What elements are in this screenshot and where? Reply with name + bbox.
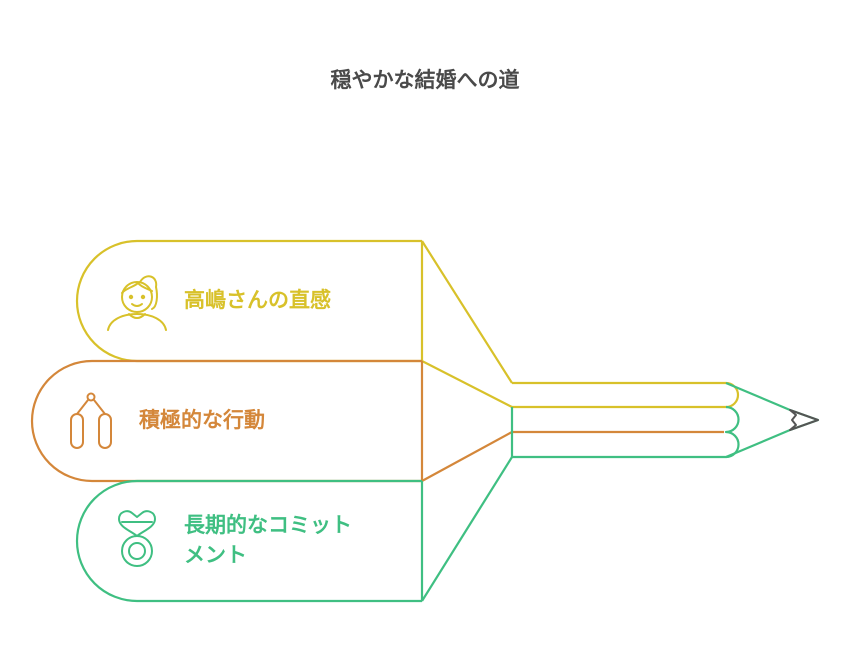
segment-intuition-capsule (75, 239, 422, 363)
pencil-band-yellow (512, 381, 740, 409)
woman-face-icon (107, 275, 167, 331)
label-commitment-line-2: メント (184, 543, 247, 567)
label-intuition: 高嶋さんの直感 (184, 288, 331, 312)
segment-intuition (75, 239, 740, 409)
pencil-body-green (510, 381, 820, 459)
heart-ring-icon (118, 510, 156, 567)
label-commitment-line-1: 長期的なコミット (184, 513, 352, 537)
pencil-band-green-arcs (724, 405, 740, 459)
label-action: 積極的な行動 (139, 408, 265, 432)
diagram-title: 穏やかな結婚への道 (330, 68, 520, 92)
segment-commitment-taper (421, 456, 513, 602)
jump-rope-icon (70, 392, 112, 449)
segment-action (30, 359, 724, 483)
segment-action-capsule (30, 359, 422, 483)
segment-intuition-taper (421, 240, 513, 408)
segment-commitment-capsule (75, 479, 422, 603)
segment-action-taper (421, 431, 513, 482)
pencil-tip (789, 409, 819, 431)
